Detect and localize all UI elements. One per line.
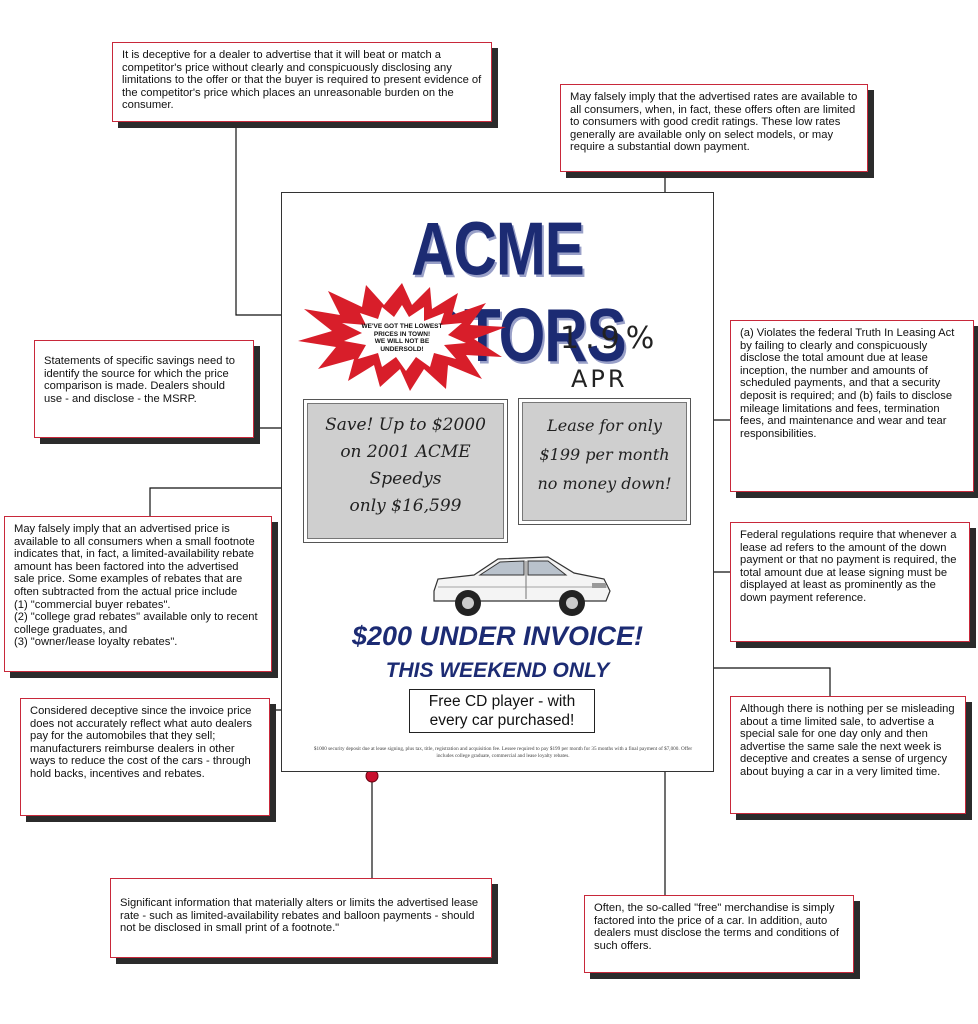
starburst (298, 283, 506, 391)
lease-panel: Lease for only $199 per month no money d… (518, 398, 691, 525)
fine-print: $1000 security deposit due at lease sign… (313, 746, 693, 759)
callout-time-limited: Although there is nothing per se mislead… (730, 696, 966, 814)
cd-offer: Free CD player - with every car purchase… (409, 689, 595, 733)
callout-invoice-price: Considered deceptive since the invoice p… (20, 698, 270, 816)
subheadline: THIS WEEKEND ONLY (385, 659, 610, 682)
rate-value: 1.9% (560, 321, 661, 356)
car-image (433, 556, 611, 616)
save-panel: Save! Up to $2000 on 2001 ACME Speedys o… (303, 399, 508, 543)
callout-rebates: May falsely imply that an advertised pri… (4, 516, 272, 672)
callout-down-payment: Federal regulations require that wheneve… (730, 522, 970, 642)
callout-beat-price: It is deceptive for a dealer to advertis… (112, 42, 492, 122)
advertisement: ACME MOTORS WE'VE GOT THE LOWEST PRICES … (281, 192, 714, 772)
callout-advertised-rates: May falsely imply that the advertised ra… (560, 84, 868, 172)
headline: $200 UNDER INVOICE! (351, 621, 644, 651)
callout-specific-savings: Statements of specific savings need to i… (34, 340, 254, 438)
rate-unit: APR (571, 365, 628, 393)
callout-free-merchandise: Often, the so-called "free" merchandise … (584, 895, 854, 973)
callout-small-print: Significant information that materially … (110, 878, 492, 958)
starburst-text: WE'VE GOT THE LOWEST PRICES IN TOWN! WE … (361, 323, 443, 353)
callout-truth-in-leasing: (a) Violates the federal Truth In Leasin… (730, 320, 974, 492)
